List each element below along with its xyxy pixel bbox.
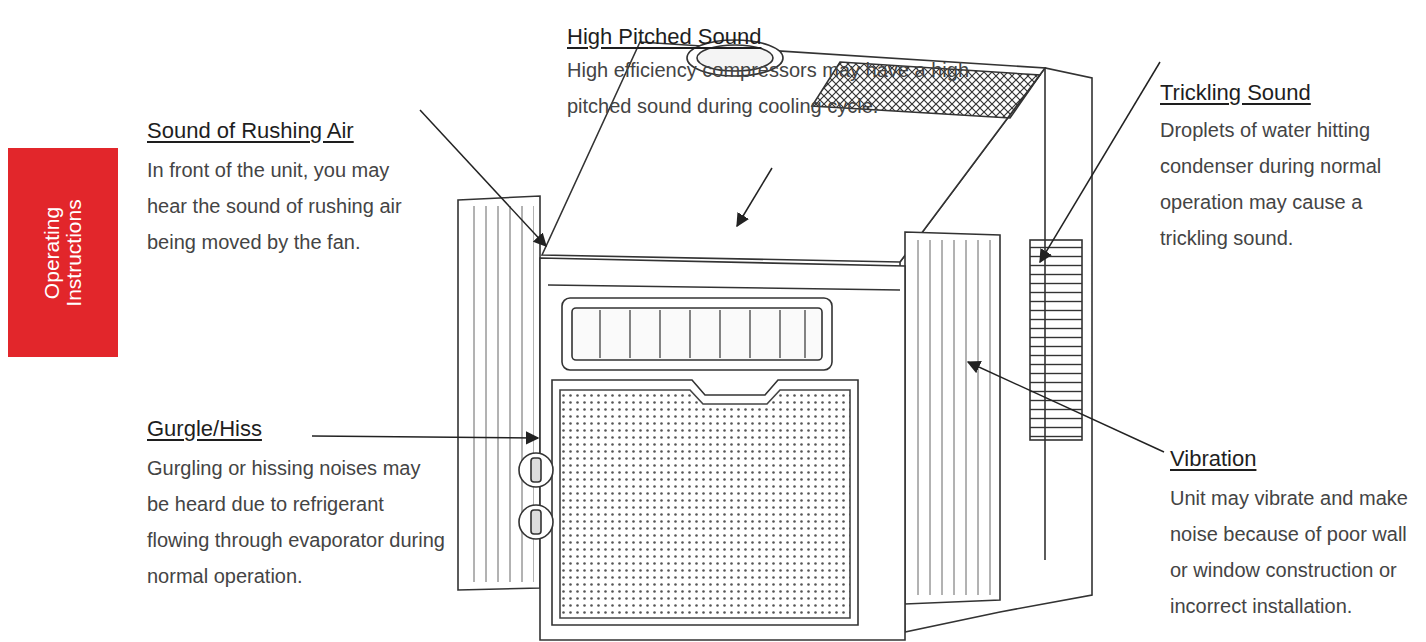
callout-text: High efficiency compressors may have a h… (567, 52, 1007, 124)
tab-label: Operating Instructions (41, 183, 85, 323)
callout-heading: High Pitched Sound (567, 24, 761, 50)
callout-text: Gurgling or hissing noises may be heard … (147, 450, 447, 594)
callout-heading: Sound of Rushing Air (147, 118, 354, 144)
callout-text: In front of the unit, you may hear the s… (147, 152, 412, 260)
section-tab: Operating Instructions (8, 148, 118, 357)
callout-heading: Gurgle/Hiss (147, 416, 262, 442)
callout-heading: Trickling Sound (1160, 80, 1311, 106)
callout-text: Droplets of water hitting condenser duri… (1160, 112, 1400, 256)
callout-text: Unit may vibrate and make noise because … (1170, 480, 1415, 624)
callout-heading: Vibration (1170, 446, 1256, 472)
